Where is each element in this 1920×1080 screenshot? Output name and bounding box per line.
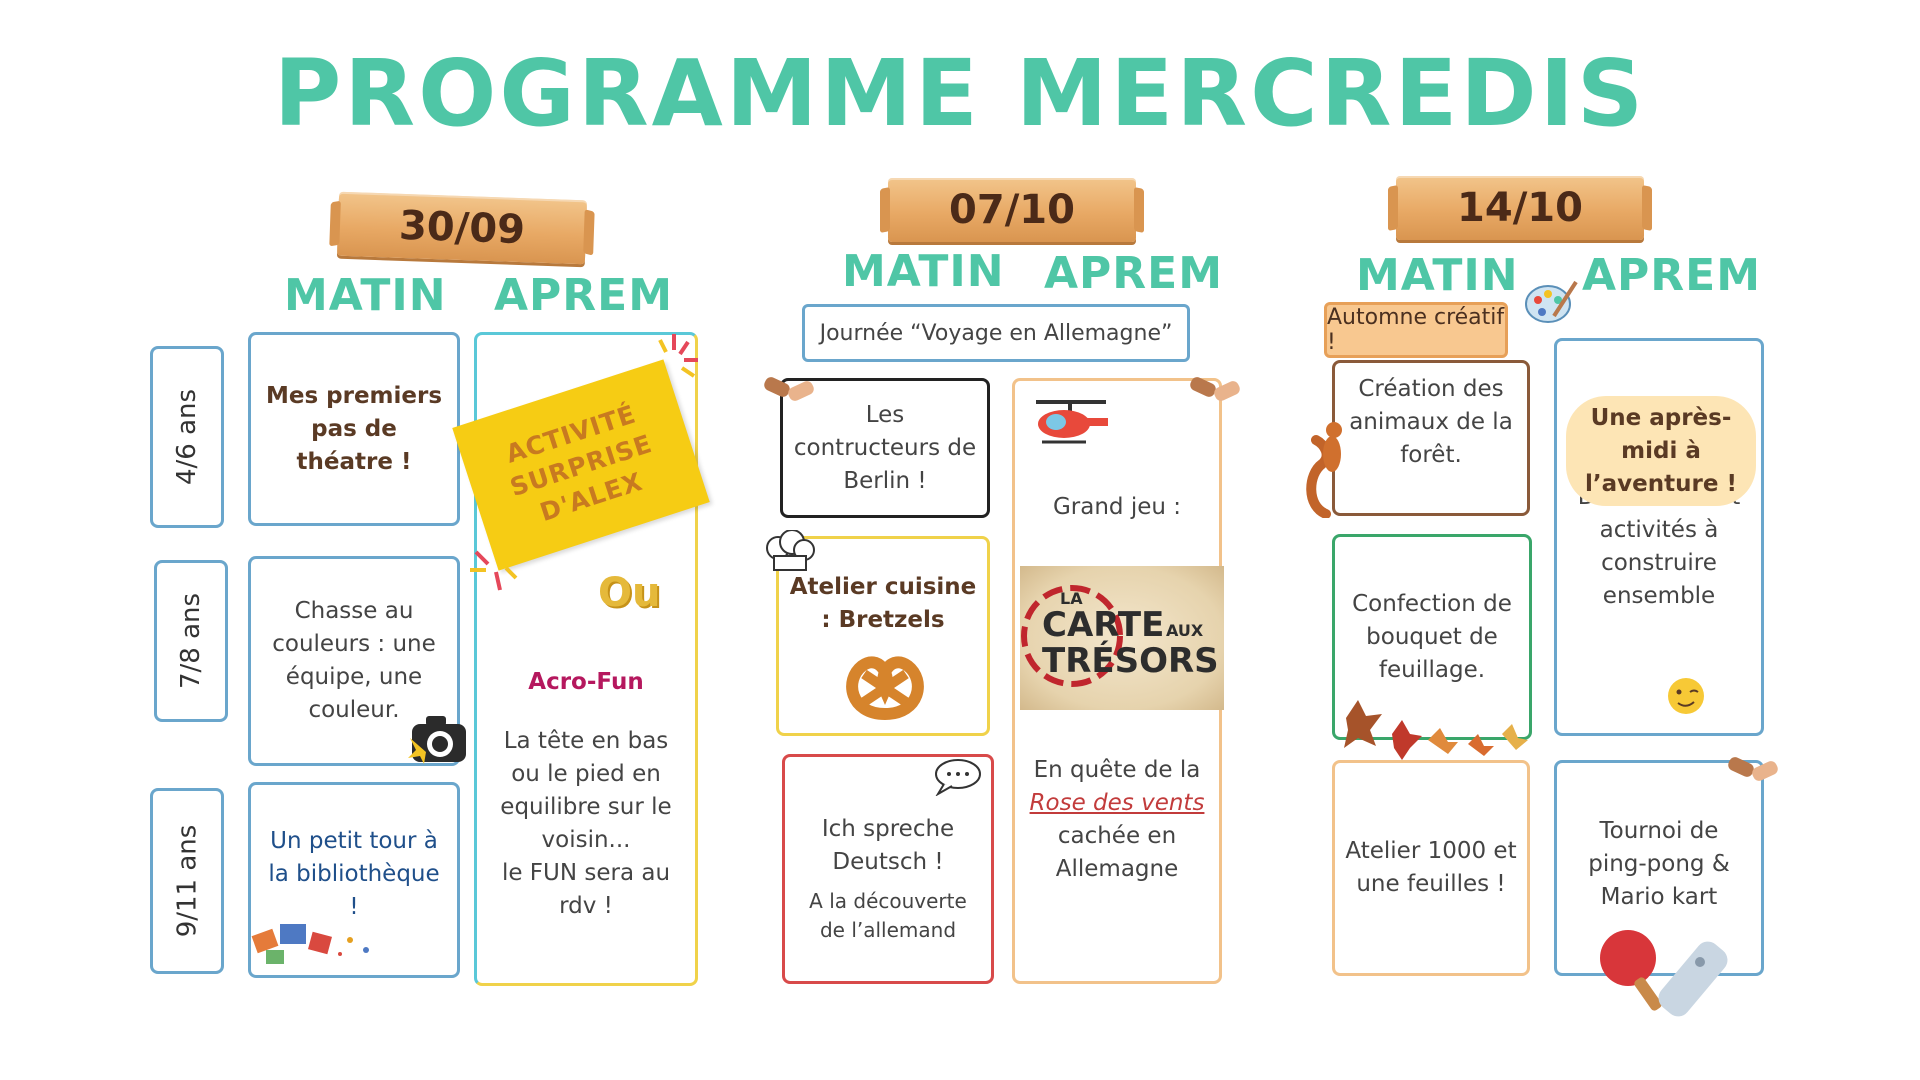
aprem-header-3: APREM <box>1582 250 1762 301</box>
day3-matin-1: Création des animaux de la forêt. <box>1332 360 1530 516</box>
acro-title: Acro-Fun <box>528 668 644 695</box>
books-icon <box>251 924 369 964</box>
treasure-map: LA CARTE AUX TRÉSORS <box>1020 566 1224 710</box>
day3-matin-3: Atelier 1000 et une feuilles ! <box>1332 760 1530 976</box>
quest-line-2: cachée en Allemagne <box>1055 823 1179 882</box>
helicopter-icon <box>1036 400 1108 444</box>
age-label-text: 7/8 ans <box>176 592 207 690</box>
palette-icon <box>1525 280 1578 323</box>
day2-matin-1: Les contructeurs de Berlin ! <box>780 378 990 518</box>
day1-matin-2: Chasse au couleurs : une équipe, une cou… <box>248 556 460 766</box>
age-label-3: 9/11 ans <box>150 788 224 974</box>
winking-emoji-icon <box>1668 678 1704 714</box>
date-sign-3: 14/10 <box>1396 176 1644 240</box>
hands-icon <box>1728 757 1778 781</box>
grand-jeu-label: Grand jeu : <box>1052 494 1182 520</box>
matin-header-2: MATIN <box>842 246 1005 297</box>
day3-banner: Automne créatif ! <box>1324 302 1508 358</box>
page-title: PROGRAMME MERCREDIS <box>273 40 1647 147</box>
day1-matin-3: Un petit tour à la bibliothèque ! <box>248 782 460 978</box>
aventure-bubble: Une après-midi à l’aventure ! <box>1566 396 1756 506</box>
map-text-la: LA <box>1060 589 1083 608</box>
german-sub: A la découverte de l’allemand <box>809 889 967 942</box>
camera-icon <box>408 716 466 764</box>
speech-bubble-icon <box>935 759 981 796</box>
aprem-header-2: APREM <box>1044 248 1224 299</box>
sparkle-icon <box>658 334 698 378</box>
ping-pong-gamepad-icon <box>1600 930 1728 1017</box>
day2-banner: Journée “Voyage en Allemagne” <box>802 304 1190 362</box>
age-label-text: 9/11 ans <box>172 824 203 938</box>
map-text-aux: AUX <box>1166 621 1204 640</box>
ou-label: Ou <box>598 570 661 616</box>
date-sign-2: 07/10 <box>888 178 1136 242</box>
age-label-2: 7/8 ans <box>154 560 228 722</box>
chef-hat-icon <box>766 530 815 571</box>
map-text-tresors: TRÉSORS <box>1042 640 1219 681</box>
sparkle-icon <box>470 550 518 591</box>
matin-header-1: MATIN <box>284 270 447 321</box>
day3-aprem-2: Tournoi de ping-pong & Mario kart <box>1554 760 1764 976</box>
treasure-map-art: LA CARTE AUX TRÉSORS <box>1021 585 1219 687</box>
bretzel-icon <box>846 656 924 721</box>
squirrel-icon <box>1306 422 1342 518</box>
rose-des-vents-link[interactable]: Rose des vents <box>1029 790 1205 816</box>
matin-header-3: MATIN <box>1356 250 1519 301</box>
map-text-carte: CARTE <box>1042 605 1164 645</box>
acro-text: La tête en bas ou le pied en equilibre s… <box>500 727 672 853</box>
day2-matin-3: Ich spreche Deutsch ! A la découverte de… <box>782 754 994 984</box>
hands-icon <box>764 377 814 401</box>
day1-matin-1: Mes premiers pas de théatre ! <box>248 332 460 526</box>
autumn-leaves-icon <box>1344 700 1528 760</box>
day3-matin-2: Confection de bouquet de feuillage. <box>1332 534 1532 740</box>
hands-icon <box>1190 377 1240 401</box>
acro-text-2: le FUN sera au rdv ! <box>501 859 671 919</box>
german-title: Ich spreche Deutsch ! <box>821 816 955 875</box>
day2-matin-2: Atelier cuisine : Bretzels <box>776 536 990 736</box>
age-label-text: 4/6 ans <box>172 388 203 486</box>
quest-line-1: En quête de la <box>1033 757 1201 783</box>
aprem-header-1: APREM <box>494 270 674 321</box>
age-label-1: 4/6 ans <box>150 346 224 528</box>
date-sign-1: 30/09 <box>336 191 588 265</box>
